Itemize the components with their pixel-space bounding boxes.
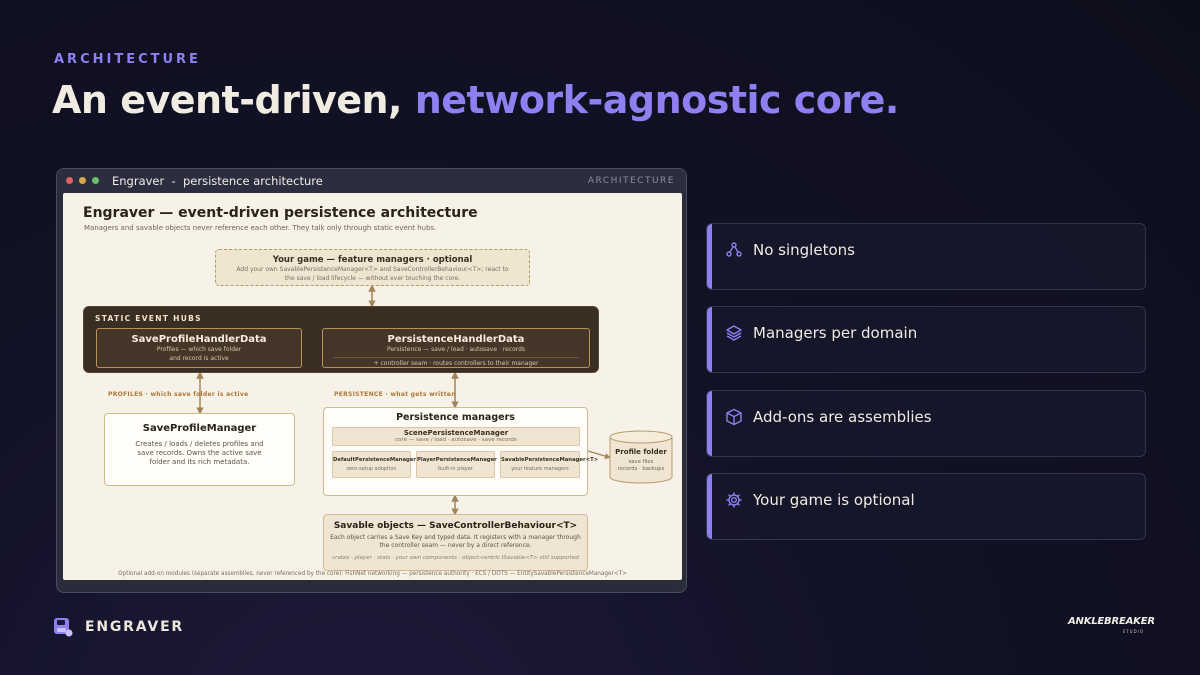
savable-line1: Each object carries a Save Key and typed… [330,534,581,541]
game-box-title: Your game — feature managers · optional [272,255,473,265]
persistence-hub-line2: + controller seam · routes controllers t… [373,360,539,367]
diagram-canvas: Engraver — event-driven persistence arch… [63,193,682,580]
default-persistence-manager: DefaultPersistenceManager zero-setup ado… [332,451,417,478]
sub-title: SavablePersistenceManager<T> [501,457,599,463]
spm-line2: save records. Owns the active save [137,449,262,457]
diagram-title: Engraver — event-driven persistence arch… [83,205,478,221]
window-tag: ARCHITECTURE [587,176,675,186]
brand-engraver: ENGRAVER [53,617,184,637]
save-profile-handler-hub: SaveProfileHandlerData Profiles — which … [96,328,302,368]
diagram-subtitle: Managers and savable objects never refer… [84,224,437,232]
network-nodes-icon [726,242,742,257]
hub-divider [333,357,579,358]
edge-label-profiles: PROFILES · which save folder is active [108,391,249,398]
card-accent-bar [707,224,712,289]
diagram-footnote: Optional add-on modules (separate assemb… [118,571,627,577]
sub-title: DefaultPersistenceManager [333,457,417,463]
scene-subtitle: core — save / load · autosave · save rec… [395,437,517,443]
spm-title: SaveProfileManager [142,423,257,434]
diagram-window: Engraver - persistence architecture ARCH… [56,168,687,593]
hubs-label: STATIC EVENT HUBS [95,314,202,323]
game-box-line2: the save / load lifecycle — without ever… [284,275,461,282]
window-title: Engraver - persistence architecture [112,174,323,188]
game-box-line1: Add your own SavablePersistenceManager<T… [236,266,509,273]
profile-hub-line1: Profiles — which save folder [156,346,242,353]
savable-persistence-manager: SavablePersistenceManager<T> your featur… [500,451,599,478]
maximize-dot-icon[interactable] [92,177,99,184]
savable-line2: the controller seam — never by a direct … [379,542,532,549]
persistence-hub-title: PersistenceHandlerData [387,334,525,345]
profile-folder-cylinder [609,430,673,484]
headline: An event-driven, network-agnostic core. [52,78,899,122]
feature-card-no-singletons: No singletons [706,223,1146,290]
close-dot-icon[interactable] [66,177,73,184]
profile-folder-line1: save files [628,459,654,465]
feature-label: Your game is optional [753,491,915,509]
profile-folder-node: Profile folder save files records · back… [609,429,673,485]
card-accent-bar [707,391,712,456]
feature-label: Managers per domain [753,324,918,342]
headline-accent: network-agnostic core. [414,78,900,122]
profile-hub-line2: and record is active [169,355,229,362]
gear-icon [726,492,742,508]
profile-folder-line2: records · backups [617,466,665,472]
spm-line3: folder and its rich metadata. [149,458,250,466]
studio-sub: STUDIO [1122,629,1144,634]
card-accent-bar [707,307,712,372]
scene-persistence-manager: ScenePersistenceManager core — save / lo… [332,427,580,446]
edge-label-persistence: PERSISTENCE · what gets written [334,391,456,398]
scene-title: ScenePersistenceManager [403,429,509,437]
diagram-edges [196,284,673,516]
card-accent-bar [707,474,712,539]
savable-objects-box: Savable objects — SaveControllerBehaviou… [323,514,588,571]
feature-card-game-optional: Your game is optional [706,473,1146,540]
window-titlebar: Engraver - persistence architecture ARCH… [57,169,686,193]
feature-card-addons-assemblies: Add-ons are assemblies [706,390,1146,457]
pm-title: Persistence managers [396,412,515,423]
cube-icon [726,408,742,426]
sub-subtitle: built-in player [438,466,473,472]
profile-hub-title: SaveProfileHandlerData [131,334,267,345]
eyebrow-label: ARCHITECTURE [54,52,201,67]
engraver-logo-icon [54,618,73,637]
static-event-hubs: STATIC EVENT HUBS SaveProfileHandlerData… [83,306,599,373]
feature-label: Add-ons are assemblies [753,408,932,426]
feature-label: No singletons [753,241,855,259]
studio-name: ANKLEBREAKER [1068,616,1155,627]
profile-folder-title: Profile folder [615,448,667,456]
savable-title: Savable objects — SaveControllerBehaviou… [333,521,578,531]
sub-subtitle: zero-setup adoption [346,466,397,472]
studio-logo: ANKLEBREAKER STUDIO [1068,616,1155,638]
headline-plain: An event-driven, [52,78,415,122]
savable-examples: crates · player · stats · your own compo… [332,555,579,561]
feature-card-managers-per-domain: Managers per domain [706,306,1146,373]
minimize-dot-icon[interactable] [79,177,86,184]
persistence-handler-hub: PersistenceHandlerData Persistence — sav… [322,328,590,368]
sub-title: PlayerPersistenceManager [417,457,497,463]
sub-subtitle: your feature managers [511,466,569,472]
brand-name: ENGRAVER [85,619,185,635]
persistence-managers-box: Persistence managers ScenePersistenceMan… [323,407,599,496]
layers-icon [726,325,742,341]
edge-pm-to-folder [587,450,611,460]
player-persistence-manager: PlayerPersistenceManager built-in player [416,451,497,478]
persistence-hub-line1: Persistence — save / load · autosave · r… [386,346,526,353]
spm-line1: Creates / loads / deletes profiles and [135,440,264,448]
save-profile-manager-box: SaveProfileManager Creates / loads / del… [104,413,295,486]
game-feature-managers-box: Your game — feature managers · optional … [215,249,530,286]
